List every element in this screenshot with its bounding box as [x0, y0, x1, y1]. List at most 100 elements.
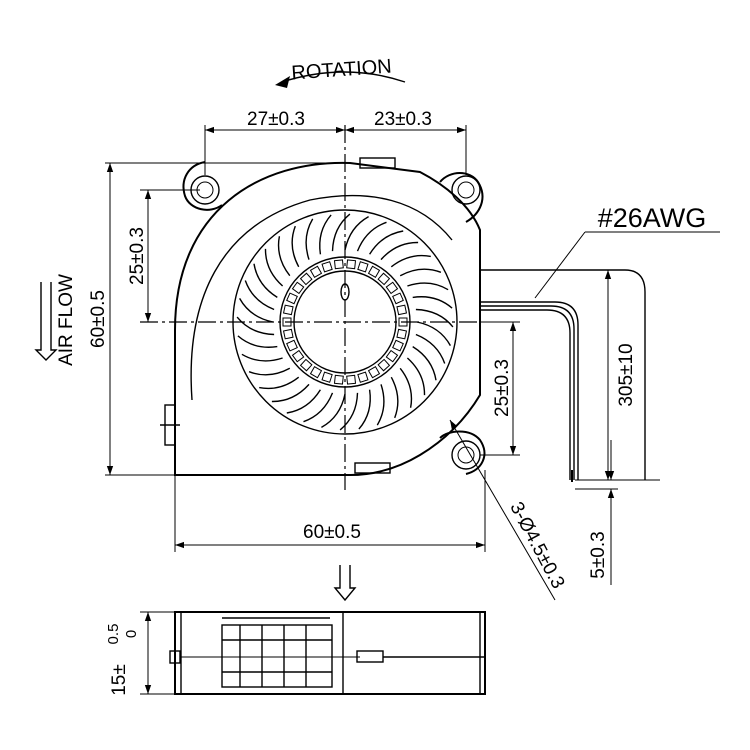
side-impeller [221, 624, 333, 688]
hub-vent-hole [357, 261, 369, 273]
impeller-blade [376, 384, 385, 426]
hub-vent-hole [377, 272, 391, 286]
hub-vent-hole [299, 358, 313, 372]
side-connector [356, 650, 384, 663]
dimension-top: 27±0.3 23±0.3 [204, 109, 467, 175]
impeller-blade [237, 335, 278, 348]
impeller-blade [305, 218, 314, 260]
hub-vent-hole [346, 374, 357, 385]
side-housing [174, 611, 486, 695]
dimension-lead-strip: 5±0.3 [575, 440, 618, 585]
impeller-blade [390, 254, 431, 268]
impeller-blade [248, 367, 291, 376]
dim-top-left: 27±0.3 [247, 109, 305, 130]
impeller-blade [406, 357, 426, 396]
impeller-blade [339, 392, 359, 431]
hub-vent-hole [367, 265, 381, 278]
hub-vent-hole [309, 366, 323, 379]
wire-gauge-label: #26AWG [598, 203, 707, 233]
impeller-blade [291, 225, 300, 268]
impeller-blade [277, 236, 291, 277]
dim-thickness-tol-upper: 0.5 [105, 624, 122, 645]
hub-vent-hole [385, 281, 399, 295]
fan-housing-outline [174, 161, 481, 476]
mounting-hole-top-right [439, 172, 484, 223]
fan-top-view [140, 125, 646, 490]
rotation-label: ROTATION [291, 56, 393, 85]
hub-vent-hole [392, 292, 404, 305]
impeller-blade [331, 213, 351, 252]
hub-vent-hole [282, 304, 294, 316]
hub-vent-hole [333, 374, 344, 385]
dim-left-hole: 25±0.3 [127, 227, 148, 285]
impeller-blade [356, 221, 387, 252]
hub-vent-hole [286, 339, 298, 352]
impeller-blade [412, 346, 437, 381]
impeller-blades [236, 213, 454, 431]
impeller-blade [399, 268, 442, 277]
dim-thickness-tol-lower: 0 [123, 630, 140, 638]
hub-vent-hole [392, 339, 404, 352]
fan-side-view [169, 611, 486, 695]
hub-vent-hole [291, 349, 305, 363]
dimension-lead-length: 305±10 [604, 270, 660, 481]
fan-scroll-inner [190, 194, 453, 401]
dimension-overall-width: 60±0.5 [174, 470, 486, 552]
impeller-blade [321, 393, 346, 429]
hub-vent-hole [385, 349, 399, 363]
impeller-blade [238, 298, 274, 323]
hub-vent-holes [282, 259, 408, 385]
hub-vent-hole [357, 371, 369, 383]
dim-thickness: 15± [109, 664, 130, 696]
hub-vent-hole [396, 304, 408, 316]
wire-gauge-callout: #26AWG [534, 203, 720, 299]
view-arrow-icon [333, 565, 357, 602]
airflow-label: AIR FLOW [56, 274, 77, 366]
dim-overall-width: 60±0.5 [303, 522, 361, 543]
hub-vent-hole [321, 371, 333, 383]
impeller-blade [303, 392, 334, 423]
airflow-indicator: AIR FLOW [34, 274, 77, 366]
hub-vent-hole [346, 259, 357, 270]
housing-tab-top [359, 157, 396, 169]
hub-vent-hole [286, 292, 298, 305]
hub-vent-hole [309, 265, 323, 278]
impeller-blade [399, 367, 413, 408]
impeller-blade [380, 241, 419, 261]
impeller-blade [412, 296, 453, 309]
impeller-blade [286, 389, 321, 414]
hub-vent-hole [377, 358, 391, 372]
dim-lead-strip: 5±0.3 [588, 531, 609, 578]
impeller-blade [415, 333, 446, 364]
hub-vent-hole [321, 261, 333, 273]
impeller-blade [271, 383, 310, 403]
dim-top-right: 23±0.3 [374, 109, 432, 130]
impeller-blade [241, 353, 283, 362]
hub-vent-hole [367, 366, 381, 379]
impeller-blade [244, 280, 275, 311]
impeller-blade [415, 308, 454, 328]
rotation-indicator: ROTATION [275, 56, 406, 88]
hub-vent-hole [396, 328, 408, 340]
impeller-blade [264, 248, 284, 287]
impeller-blade [407, 282, 449, 291]
impeller-blade [416, 321, 452, 346]
dim-right-hole: 25±0.3 [492, 359, 513, 417]
housing-tab-bottom [354, 462, 391, 474]
dim-overall-height: 60±0.5 [88, 290, 109, 348]
hub-vent-hole [282, 328, 294, 340]
impeller-blade [390, 376, 399, 419]
mounting-hole-top-left [182, 161, 223, 211]
dimension-right-hole: 25±0.3 [480, 321, 520, 456]
lead-wires [480, 269, 646, 482]
impeller-blade [236, 316, 275, 336]
dim-hole-spec: 3-Ø4.5±0.3 [505, 499, 568, 593]
hub-vent-hole [333, 259, 344, 270]
hub-vent-hole [299, 272, 313, 286]
impeller-blade [319, 214, 332, 255]
dimension-left: 25±0.3 60±0.5 [88, 162, 345, 476]
impeller-blade [259, 376, 300, 390]
hub-vent-hole [291, 281, 305, 295]
dim-lead-length: 305±10 [616, 343, 637, 406]
